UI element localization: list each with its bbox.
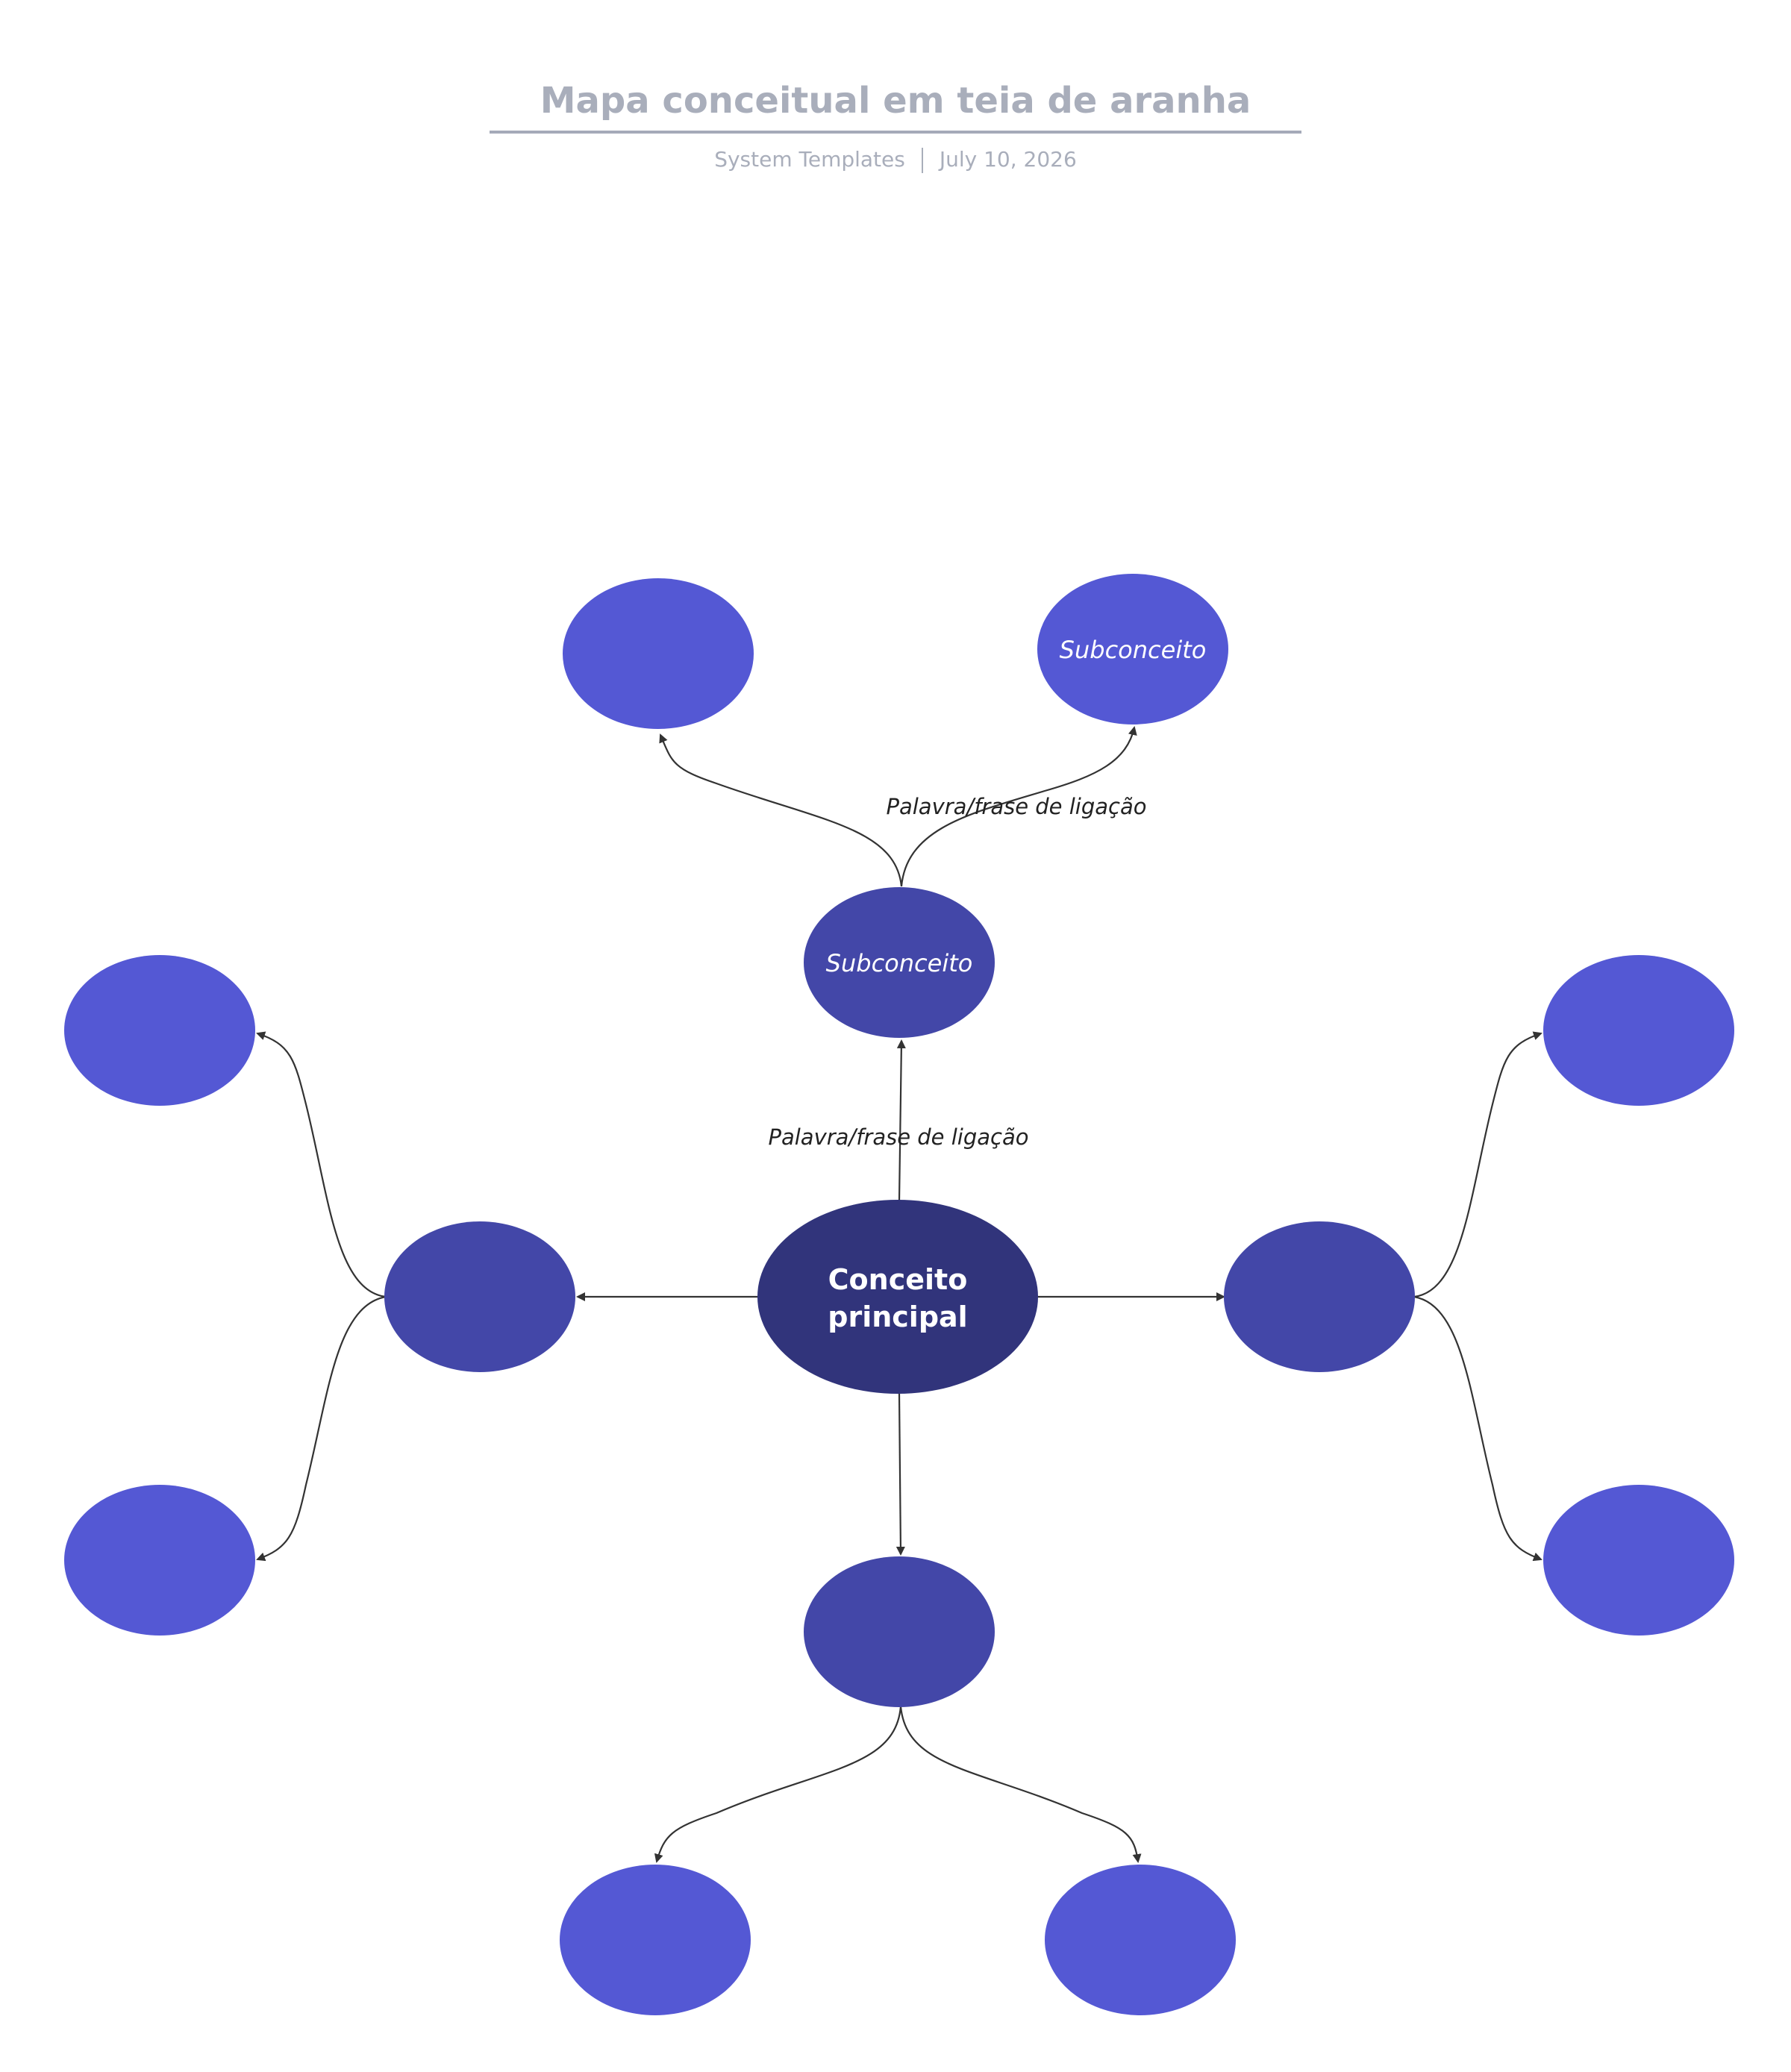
leaf-right-bottom-node[interactable] bbox=[1543, 1485, 1734, 1636]
edge-right-to-right-bottom[interactable] bbox=[1413, 1295, 1542, 1562]
main-concept-line-2: principal bbox=[828, 1301, 967, 1333]
subconcept-left-node[interactable] bbox=[384, 1221, 575, 1372]
edge-main-to-bottom[interactable] bbox=[896, 1392, 905, 1556]
subconcept-bottom-node[interactable] bbox=[804, 1556, 995, 1707]
subconcept-right-node[interactable] bbox=[1224, 1221, 1415, 1372]
edge-top-to-top-right[interactable] bbox=[900, 726, 1137, 887]
leaf-right-top-node[interactable] bbox=[1543, 955, 1734, 1106]
author-label: System Templates bbox=[714, 147, 905, 172]
date-label: July 10, 2026 bbox=[939, 147, 1077, 172]
document-header: Mapa conceitual em teia de aranha System… bbox=[0, 71, 1791, 173]
leaf-left-top-node[interactable] bbox=[64, 955, 255, 1106]
edge-left-to-left-top[interactable] bbox=[256, 1031, 387, 1298]
edge-bottom-to-bottom-left[interactable] bbox=[654, 1706, 902, 1863]
leaf-bottom-right-node[interactable] bbox=[1045, 1865, 1236, 2015]
main-concept-line-1: Conceito bbox=[828, 1263, 968, 1296]
leaf-top-right-label: Subconceito bbox=[1060, 636, 1207, 664]
edge-right-to-right-top[interactable] bbox=[1413, 1031, 1542, 1298]
document-title: Mapa conceitual em teia de aranha bbox=[540, 80, 1251, 122]
title-underline bbox=[490, 131, 1301, 134]
edge-top-to-top-left[interactable] bbox=[659, 733, 903, 887]
document-meta: System Templates July 10, 2026 bbox=[0, 147, 1791, 173]
linking-phrase-main-top[interactable]: Palavra/frase de ligação bbox=[768, 1124, 1028, 1150]
subconcept-top-label: Subconceito bbox=[826, 949, 973, 977]
main-concept-node[interactable]: Conceito principal bbox=[757, 1200, 1038, 1394]
meta-separator bbox=[921, 148, 923, 173]
subconcept-top-node[interactable]: Subconceito bbox=[804, 887, 995, 1038]
leaf-bottom-left-node[interactable] bbox=[560, 1865, 751, 2015]
edge-main-to-top[interactable] bbox=[896, 1039, 906, 1202]
edges bbox=[256, 726, 1542, 1863]
leaf-top-left-node[interactable] bbox=[563, 578, 754, 729]
edge-bottom-to-bottom-right[interactable] bbox=[899, 1706, 1142, 1863]
leaf-top-right-node[interactable]: Subconceito bbox=[1037, 574, 1228, 724]
edge-left-to-left-bottom[interactable] bbox=[256, 1295, 387, 1562]
leaf-left-bottom-node[interactable] bbox=[64, 1485, 255, 1636]
linking-phrase-top-right[interactable]: Palavra/frase de ligação bbox=[886, 794, 1146, 819]
